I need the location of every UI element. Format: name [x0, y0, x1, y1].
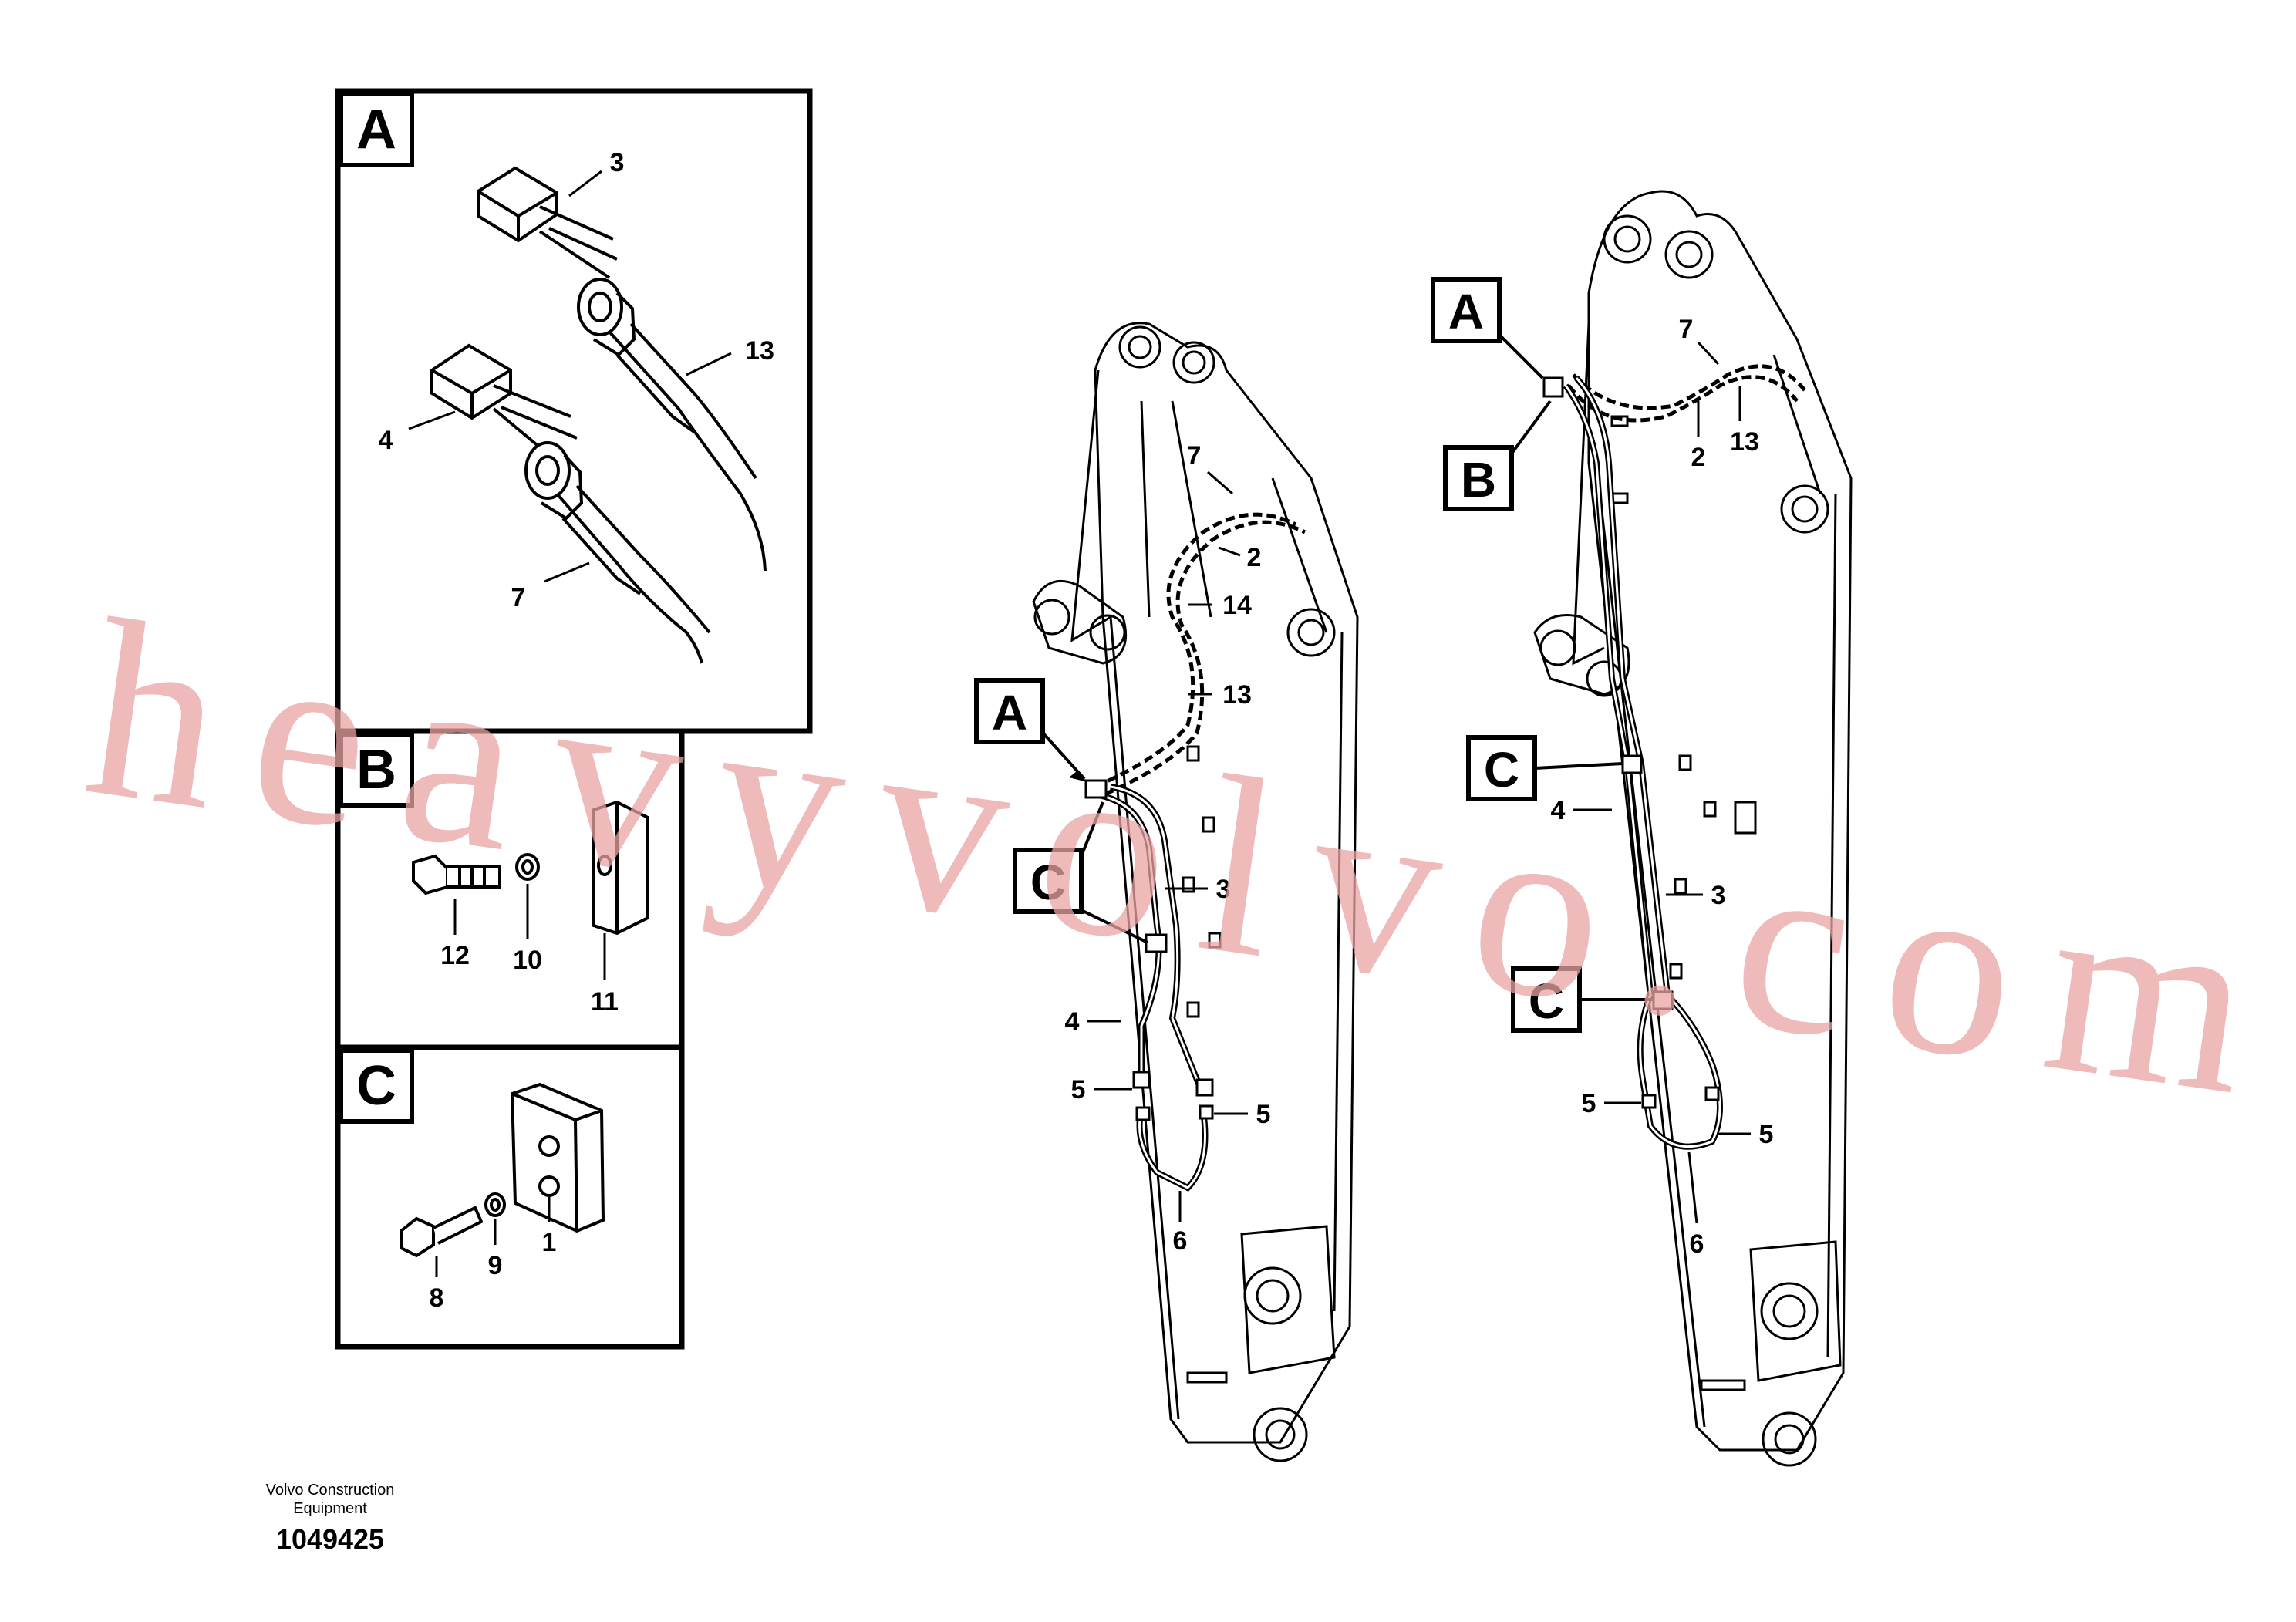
bolt-c [400, 1206, 484, 1258]
callout-13: 13 [745, 336, 774, 366]
right-boom-tag-a: A [1431, 277, 1544, 379]
leader-7 [544, 561, 590, 583]
panel-a-tag-box [339, 92, 414, 167]
callout-7: 7 [511, 583, 526, 612]
callout-8: 8 [430, 1283, 444, 1313]
washer-c [484, 1192, 506, 1217]
svg-text:C: C [1484, 742, 1519, 798]
right-callout-7: 7 [1679, 315, 1694, 344]
left-boom-callouts: 7 2 14 13 3 4 5 5 6 [1065, 441, 1271, 1256]
detail-panel-a: A 3 13 [335, 88, 813, 734]
left-boom-tag-a: A [974, 678, 1087, 782]
left-callout-4: 4 [1065, 1007, 1080, 1037]
left-boom [1032, 322, 1359, 1462]
right-boom-hoses [1542, 364, 1806, 1150]
clamp-bracket-b [592, 800, 649, 936]
callout-1: 1 [542, 1228, 557, 1257]
left-boom-tag-c: C [1013, 801, 1148, 944]
leader-3 [568, 170, 602, 197]
panel-c-tag-box [339, 1048, 414, 1124]
right-boom-tag-c-upper: C [1466, 735, 1623, 801]
washer-b [515, 853, 540, 881]
left-callout-3: 3 [1216, 875, 1231, 904]
leader-4 [408, 410, 456, 430]
callout-12: 12 [440, 941, 470, 970]
left-callout-2: 2 [1247, 543, 1262, 572]
right-callout-4: 4 [1551, 796, 1566, 825]
left-callout-5b: 5 [1256, 1100, 1271, 1129]
callout-9: 9 [488, 1251, 503, 1280]
callout-3: 3 [610, 148, 625, 177]
footer-company-line1: Volvo Construction [266, 1482, 395, 1499]
callout-10: 10 [513, 946, 542, 975]
right-boom-callouts: 7 2 13 4 3 5 5 6 [1551, 315, 1774, 1259]
right-callout-3: 3 [1711, 881, 1726, 910]
clamp-bracket-c [510, 1082, 605, 1233]
drawing-number: 1049425 [276, 1523, 384, 1555]
callout-11: 11 [591, 987, 619, 1017]
svg-text:B: B [1461, 452, 1496, 508]
footer-company-line2: Equipment [293, 1500, 367, 1517]
left-callout-14: 14 [1222, 591, 1252, 620]
panel-a-letter: A [356, 99, 396, 160]
bolt-b [412, 854, 501, 895]
left-callout-7: 7 [1187, 441, 1202, 470]
svg-text:C: C [1030, 855, 1066, 910]
right-callout-2: 2 [1691, 443, 1706, 472]
left-callout-5a: 5 [1071, 1075, 1086, 1104]
right-callout-13: 13 [1730, 427, 1759, 457]
svg-text:C: C [1529, 973, 1564, 1029]
right-callout-6: 6 [1690, 1229, 1704, 1259]
leader-13 [686, 352, 732, 376]
hose-fitting-lower [430, 343, 711, 664]
left-boom-hoses [1084, 512, 1306, 1192]
panel-b-tag-box [339, 732, 414, 808]
left-callout-13: 13 [1222, 680, 1252, 710]
svg-text:A: A [992, 685, 1027, 740]
right-boom-tag-c-lower: C [1511, 966, 1654, 1033]
detail-panel-c: C 8 9 1 [335, 1044, 685, 1350]
right-callout-5a: 5 [1582, 1089, 1596, 1118]
right-boom [1533, 190, 1853, 1467]
right-callout-5b: 5 [1759, 1120, 1774, 1149]
footer: Volvo Construction Equipment 1049425 [266, 1482, 395, 1555]
svg-text:A: A [1448, 284, 1484, 339]
panel-c-letter: C [356, 1055, 396, 1117]
callout-4: 4 [379, 426, 393, 455]
left-callout-6: 6 [1173, 1226, 1188, 1256]
panel-b-letter: B [356, 739, 396, 801]
right-boom-tag-b: B [1443, 400, 1552, 511]
hose-fitting-upper [477, 166, 767, 572]
